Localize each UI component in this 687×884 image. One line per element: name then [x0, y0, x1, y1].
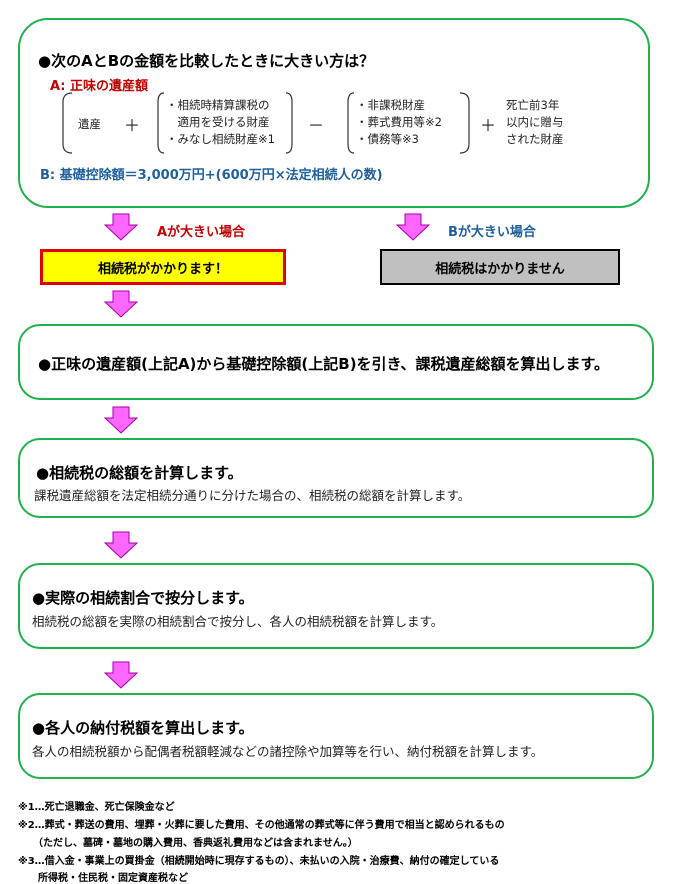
arrow-down-icon — [103, 661, 139, 689]
step-2-desc: 課税遺産総額を法定相続分通りに分けた場合の、相続税の総額を計算します。 — [34, 488, 471, 503]
estate-term: 遺産 — [78, 117, 101, 131]
plus-operator-2: ＋ — [480, 116, 497, 135]
step-3-title: ●実際の相続割合で按分します。 — [32, 589, 254, 607]
step-taxable-estate: ●正味の遺産額(上記A)から基礎控除額(上記B)を引き、課税遺産総額を算出します… — [18, 324, 654, 400]
bracket-open-1 — [157, 92, 165, 154]
step-3-desc: 相続税の総額を実際の相続割合で按分し、各人の相続税額を計算します。 — [32, 614, 444, 629]
step-payable-tax: ●各人の納付税額を算出します。 各人の相続税額から配偶者税額軽減などの諸控除や加… — [18, 693, 654, 779]
gift-line2: 以内に贈与 — [506, 115, 564, 129]
branch-b-label: Bが大きい場合 — [448, 225, 536, 240]
a-label: A: 正味の遺産額 — [50, 79, 149, 94]
footnote-1: ※1…死亡退職金、死亡保険金など — [18, 802, 175, 813]
bracket-open-2 — [347, 92, 355, 154]
b-label: B: 基礎控除額＝3,000万円+(600万円×法定相続人の数) — [40, 168, 383, 183]
arrow-down-icon — [395, 213, 431, 241]
group2-line3: ・債務等※3 — [356, 132, 419, 146]
step-4-title: ●各人の納付税額を算出します。 — [32, 719, 254, 737]
group1-line2: 適用を受ける財産 — [166, 115, 270, 129]
group1-line3: ・みなし相続財産※1 — [166, 132, 275, 146]
result-no-tax: 相続税はかかりません — [380, 249, 620, 285]
bracket-close-1 — [285, 92, 293, 154]
arrow-down-icon — [103, 213, 139, 241]
step-2-title: ●相続税の総額を計算します。 — [36, 464, 243, 482]
footnote-3: ※3…借入金・事業上の買掛金（相続開始時に現存するもの）、未払いの入院・治療費、… — [18, 856, 500, 867]
gift-line1: 死亡前3年 — [506, 98, 560, 112]
arrow-down-icon — [103, 406, 139, 434]
step-1-title: ●正味の遺産額(上記A)から基礎控除額(上記B)を引き、課税遺産総額を算出します… — [38, 355, 610, 373]
group2-line1: ・非課税財産 — [356, 98, 425, 112]
group2-line2: ・葬式費用等※2 — [356, 115, 442, 129]
footnote-3-cont: 所得税・住民税・固定資産税など — [18, 873, 188, 884]
step-total-tax: ●相続税の総額を計算します。 課税遺産総額を法定相続分通りに分けた場合の、相続税… — [18, 438, 654, 518]
step-4-desc: 各人の相続税額から配偶者税額軽減などの諸控除や加算等を行い、納付税額を計算します… — [32, 744, 544, 759]
result-tax-applies: 相続税がかかります！ — [40, 249, 286, 285]
arrow-down-icon — [103, 531, 139, 559]
gift-line3: された財産 — [506, 132, 564, 146]
minus-operator: － — [308, 116, 325, 135]
step-apportion: ●実際の相続割合で按分します。 相続税の総額を実際の相続割合で按分し、各人の相続… — [18, 563, 654, 649]
bracket-open-outer — [62, 92, 73, 154]
group1-line1: ・相続時精算課税の — [166, 98, 270, 112]
footnote-2: ※2…葬式・葬送の費用、埋葬・火葬に要した費用、その他通常の葬式等に伴う費用で相… — [18, 820, 505, 831]
plus-operator: ＋ — [124, 116, 141, 135]
arrow-down-icon — [103, 290, 139, 318]
branch-a-label: Aが大きい場合 — [157, 225, 246, 240]
bracket-close-outer — [459, 92, 470, 154]
comparison-box: ●次のAとBの金額を比較したときに大きい方は？ A: 正味の遺産額 遺産 ＋ ・… — [18, 18, 650, 208]
footnote-2-cont: （ただし、墓碑・墓地の購入費用、香典返礼費用などは含まれません。） — [18, 838, 358, 849]
comparison-heading: ●次のAとBの金額を比較したときに大きい方は？ — [38, 52, 375, 70]
